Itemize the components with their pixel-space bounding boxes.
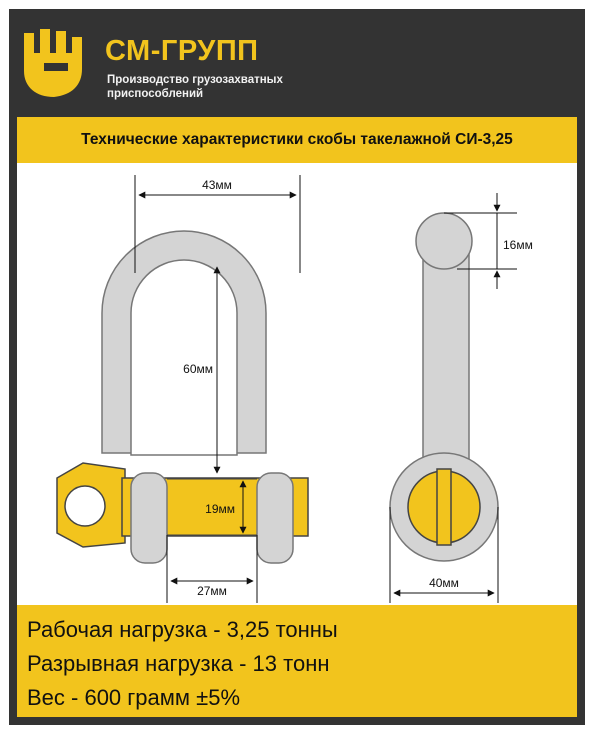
dim-inner-width: 27мм <box>197 584 227 598</box>
spec-breaking-load: Разрывная нагрузка - 13 тонн <box>27 651 330 676</box>
product-card: СМ-ГРУПП Производство грузозахватных при… <box>9 9 585 725</box>
fist-icon <box>24 29 82 97</box>
spec-weight: Вес - 600 грамм ±5% <box>27 685 241 710</box>
dim-pin-height: 19мм <box>205 502 235 516</box>
shackle-drawing: 43мм 60мм 19мм 27мм <box>56 175 533 603</box>
technical-drawing-area: 43мм 60мм 19мм 27мм <box>17 163 577 605</box>
page-title: Технические характеристики скобы такелаж… <box>81 131 513 148</box>
spec-working-load: Рабочая нагрузка - 3,25 тонны <box>27 617 338 642</box>
brand-tagline: Производство грузозахватных приспособлен… <box>107 74 283 100</box>
title-bar: Технические характеристики скобы такелаж… <box>17 117 577 163</box>
front-dimensions: 43мм 60мм 19мм 27мм <box>134 175 301 603</box>
brand-name: СМ-ГРУПП <box>105 35 259 67</box>
specs-panel: Рабочая нагрузка - 3,25 тонны Разрывная … <box>17 605 577 717</box>
dim-inner-height: 60мм <box>183 362 213 376</box>
dim-eye-width: 40мм <box>429 576 459 590</box>
dim-pin-head: 16мм <box>503 238 533 252</box>
dim-width-top: 43мм <box>202 178 232 192</box>
side-dimensions: 16мм 40мм <box>389 193 533 603</box>
shackle-side-view <box>389 212 499 562</box>
shackle-front-view <box>56 230 309 564</box>
header: СМ-ГРУПП Производство грузозахватных при… <box>9 9 585 117</box>
